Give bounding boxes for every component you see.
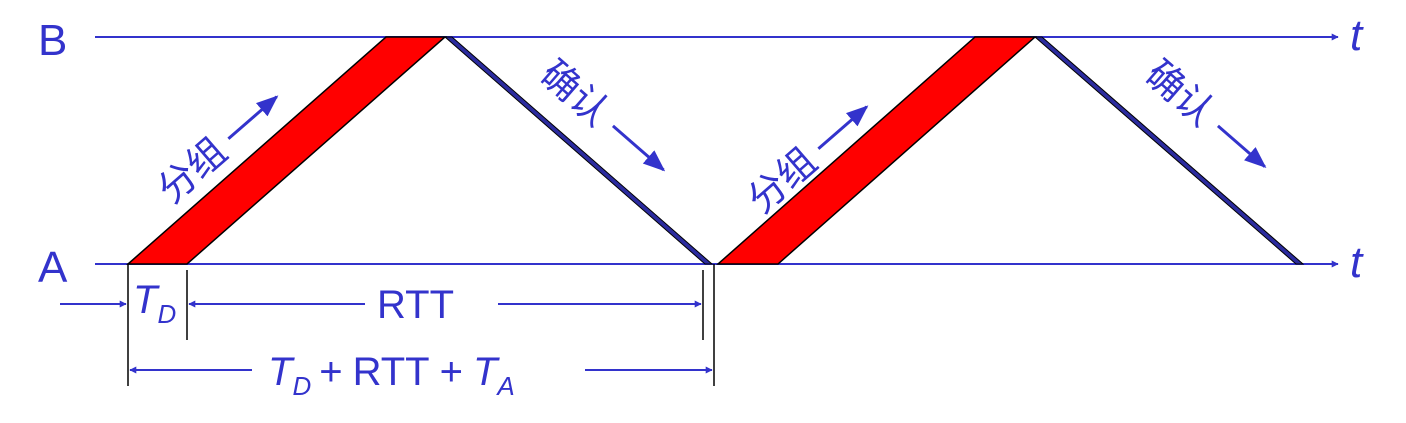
rtt-label: RTT [377, 283, 454, 327]
ack-2 [1033, 36, 1305, 265]
td-symbol: TD [133, 278, 176, 329]
packet-1 [126, 36, 447, 265]
timeline-b-label: B [38, 16, 67, 65]
total-cycle-label: TD+RTT+TA [268, 350, 515, 401]
ack-1-label-group: 确认 [532, 52, 666, 172]
ack-1-direction-arrow [611, 124, 666, 172]
packet-2 [716, 36, 1037, 265]
ack-2-direction-arrow [1216, 124, 1267, 169]
packet-2-direction-arrow [817, 105, 869, 150]
time-axis-label-b: t [1350, 11, 1364, 60]
ack-1 [443, 36, 714, 265]
ack-2-label-group: 确认 [1137, 52, 1267, 169]
packet-1-direction-arrow [227, 95, 279, 140]
ack-2-label: 确认 [1137, 52, 1223, 135]
time-axis-label-a: t [1350, 238, 1364, 287]
timeline-a-label: A [38, 243, 68, 292]
